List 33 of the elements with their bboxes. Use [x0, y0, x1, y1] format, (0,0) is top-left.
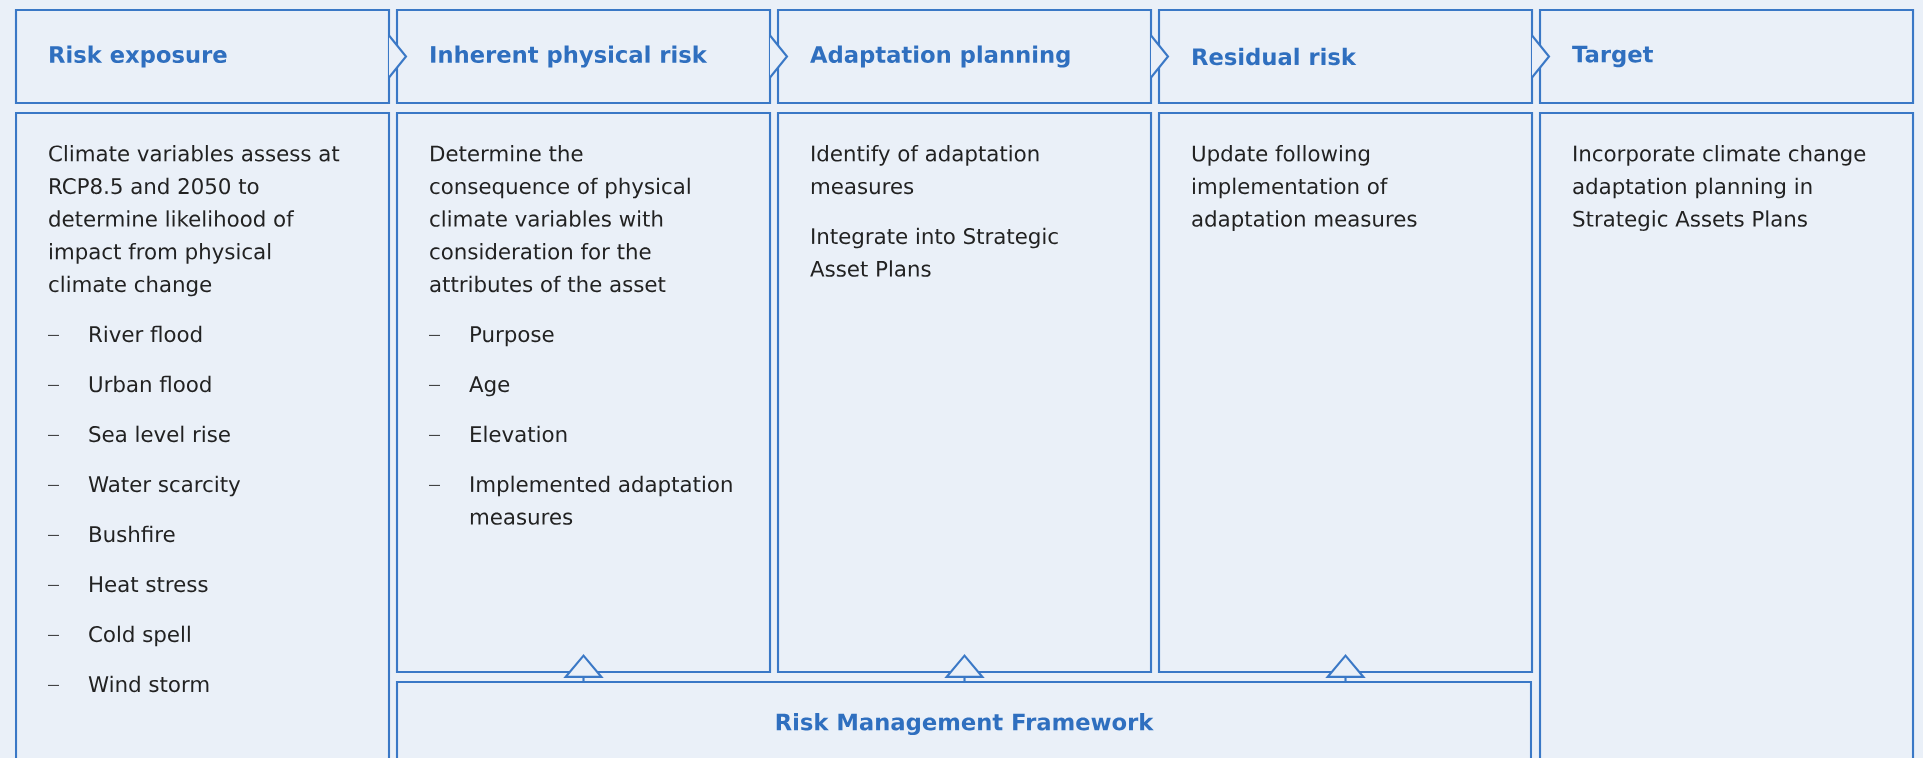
- list-item: Cold spell: [89, 625, 190, 647]
- step-detail-box: [776, 111, 1153, 674]
- description-text: Determine the consequence of physical climate variables with consideration for the attributes of the asset: [430, 145, 690, 293]
- step-header-box: Risk exposure: [14, 8, 391, 105]
- list-item: Urban flood: [89, 375, 211, 393]
- description-text: Climate variables assess at RCP8.5 and 2050 to determine likelihood of impact from physical climate change: [49, 145, 340, 297]
- framework-box: Risk Management Framework: [395, 680, 1533, 758]
- list-item: Implemented adaptation measures: [470, 475, 732, 525]
- step-header-box: Adaptation planning: [776, 8, 1153, 105]
- list-item: Bushfire: [90, 525, 175, 543]
- step-detail-box: [14, 111, 391, 758]
- list-item: Age: [469, 376, 510, 397]
- chevron-arrow: [387, 34, 408, 79]
- chevron-arrow: [1149, 34, 1170, 79]
- step-header-box: Residual risk: [1157, 8, 1534, 105]
- step-header-box: Target: [1538, 8, 1915, 105]
- list-item: Purpose: [471, 326, 554, 347]
- step-header-box: Inherent physical risk: [395, 8, 772, 105]
- step-detail-box: [395, 111, 772, 674]
- step-detail-box: [1538, 111, 1915, 758]
- description-text: Identify of adaptation measures: [811, 145, 1039, 195]
- chevron-arrow: [1530, 34, 1551, 79]
- description-text: Integrate into Strategic Asset Plans: [810, 227, 1058, 277]
- list-item: Heat stress: [90, 576, 208, 593]
- list-item: River flood: [90, 325, 202, 343]
- description-text: Incorporate climate change adaptation planning in Strategic Assets Plans: [1573, 145, 1866, 231]
- list-item: Water scarcity: [88, 475, 241, 497]
- list-item: Elevation: [471, 425, 567, 443]
- chevron-arrow: [768, 34, 789, 79]
- list-item: Sea level rise: [89, 425, 230, 443]
- description-text: Update following implementation of adaptation measures: [1192, 145, 1417, 231]
- list-item: Wind storm: [88, 675, 209, 693]
- step-detail-box: [1157, 111, 1534, 674]
